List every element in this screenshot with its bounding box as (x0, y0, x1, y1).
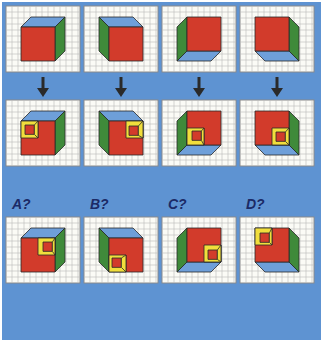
cube-face (55, 228, 65, 272)
cut-face (52, 238, 55, 255)
grid-tile (240, 6, 314, 72)
cut-face (217, 245, 221, 262)
grid-tile (84, 6, 158, 72)
cube-face (21, 238, 55, 272)
grid-tile (84, 100, 158, 166)
cut-face (201, 128, 204, 145)
cube-face (55, 17, 65, 61)
cut-face (121, 255, 126, 272)
cut-face (138, 121, 143, 138)
cube-face (187, 228, 221, 262)
cube-face (187, 17, 221, 51)
option-label: C? (168, 196, 187, 212)
cube-face (187, 111, 221, 145)
inner-face (112, 258, 121, 267)
cube-face (21, 27, 55, 61)
cube-face (99, 228, 109, 272)
grid-tile (6, 217, 80, 283)
cut-face (285, 128, 289, 145)
grid-tile (240, 100, 314, 166)
inner-face (43, 242, 52, 251)
grid-tile (162, 217, 236, 283)
down-arrow-head (193, 88, 205, 97)
option-label: B? (90, 196, 109, 212)
inner-face (25, 125, 34, 134)
inner-face (276, 132, 285, 141)
grid-tile (6, 100, 80, 166)
cube-face (289, 17, 299, 61)
cube-face (289, 228, 299, 272)
down-arrow-head (115, 88, 127, 97)
grid-tile (162, 6, 236, 72)
cut-face (38, 238, 55, 255)
cube-face (255, 228, 289, 262)
cube-face (109, 238, 143, 272)
cube-face (255, 17, 289, 51)
inner-face (260, 233, 269, 242)
cube-face (55, 111, 65, 155)
cut-face (204, 245, 221, 262)
cube-face (21, 121, 55, 155)
grid-tile (84, 217, 158, 283)
cut-face (269, 228, 272, 245)
cut-face (109, 255, 126, 272)
cube-face (109, 27, 143, 61)
inner-face (192, 131, 201, 140)
inner-face (129, 126, 138, 135)
grid-tile (162, 100, 236, 166)
cut-face (126, 121, 143, 138)
cube-face (177, 228, 187, 272)
cube-face (99, 17, 109, 61)
cut-face (187, 128, 204, 145)
grid-tile (6, 6, 80, 72)
cube-face (177, 111, 187, 155)
option-label: A? (12, 196, 31, 212)
cut-face (272, 128, 289, 145)
cube-face (289, 111, 299, 155)
down-arrow-head (271, 88, 283, 97)
option-label: D? (246, 196, 265, 212)
cube-face (177, 17, 187, 61)
cube-face (99, 111, 109, 155)
cut-face (255, 228, 272, 245)
background-panel (2, 2, 321, 340)
cube-face (109, 121, 143, 155)
cube-face (255, 111, 289, 145)
inner-face (208, 250, 217, 259)
grid-tile (240, 217, 314, 283)
cut-face (21, 121, 38, 138)
down-arrow-head (37, 88, 49, 97)
cut-face (34, 121, 38, 138)
